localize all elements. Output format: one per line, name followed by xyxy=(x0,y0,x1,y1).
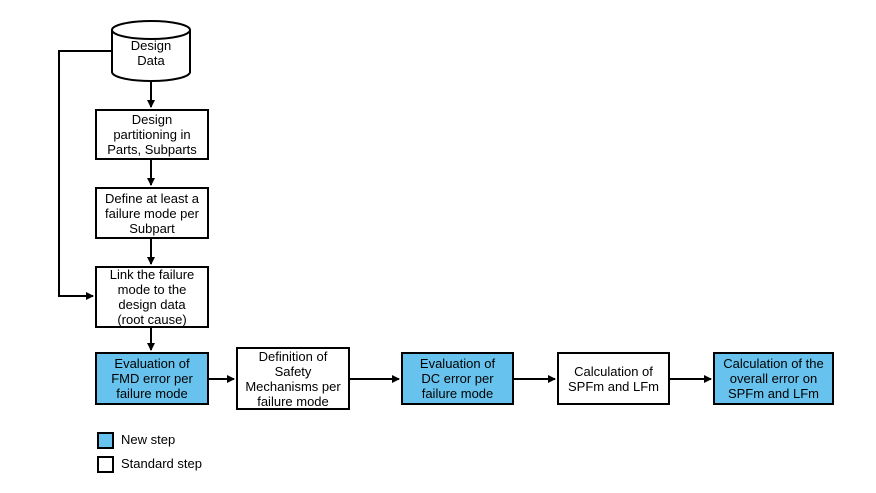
legend-standard-step-label: Standard step xyxy=(121,456,202,471)
step-definition-safety-mechanisms: Definition of Safety Mechanisms per fail… xyxy=(236,347,350,410)
step-label: Define at least a failure mode per Subpa… xyxy=(105,190,199,236)
step-evaluation-fmd: Evaluation of FMD error per failure mode xyxy=(95,352,209,405)
step-calculation-spfm-lfm: Calculation of SPFm and LFm xyxy=(557,352,670,405)
step-label: Calculation of SPFm and LFm xyxy=(567,363,660,394)
step-define-failure-mode: Define at least a failure mode per Subpa… xyxy=(95,187,209,239)
step-label: Design partitioning in Parts, Subparts xyxy=(107,112,197,157)
step-label: Definition of Safety Mechanisms per fail… xyxy=(245,348,341,409)
step-link-failure-mode: Link the failure mode to the design data… xyxy=(95,266,209,328)
legend-standard-step-swatch xyxy=(97,456,114,473)
step-label: Evaluation of DC error per failure mode xyxy=(419,356,496,401)
legend-new-step-label: New step xyxy=(121,432,176,447)
arrow-data-to-link xyxy=(58,50,112,300)
legend-new-step-swatch xyxy=(97,432,114,449)
step-calculation-overall-error: Calculation of the overall error on SPFm… xyxy=(713,352,834,405)
step-evaluation-dc: Evaluation of DC error per failure mode xyxy=(401,352,514,405)
step-label: Calculation of the overall error on SPFm… xyxy=(723,356,824,401)
step-label: Evaluation of FMD error per failure mode xyxy=(111,356,193,401)
step-label: Link the failure mode to the design data… xyxy=(109,267,195,327)
step-design-partitioning: Design partitioning in Parts, Subparts xyxy=(95,109,209,160)
design-data-label: Design Data xyxy=(130,38,172,68)
